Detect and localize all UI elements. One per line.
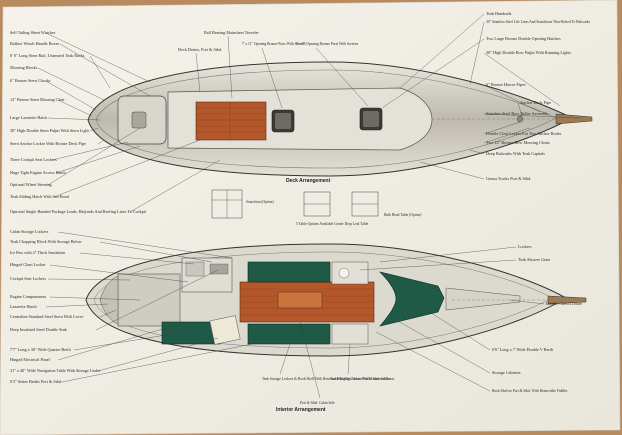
hanging-lockers (331, 323, 369, 345)
deck-left-label: 30" High Double Stern Pulpit With Stern … (10, 128, 90, 133)
interior-title: Interior Arrangement (276, 407, 326, 413)
deck-right-label: Two Large Bronze Double Opening Hatches (486, 36, 561, 41)
deck-left-label: Self Tailing Sheet Winches (10, 30, 56, 35)
head-compartment (331, 261, 369, 285)
deck-left-label: Stern Anchor Locker With Bronze Deck Pip… (10, 141, 86, 146)
interior-left-label: Lazarette Hatch (10, 304, 38, 309)
deck-left-label: Mooring Blocks (10, 65, 38, 70)
deck-left-label: Optional Wheel Steering (10, 182, 52, 187)
cockpit-wheel (131, 111, 147, 129)
deck-title: Deck Arrangement (286, 178, 331, 184)
double-sink (209, 263, 229, 275)
deck-insets: Stanchion (Option) 5 Table Options Avail… (211, 189, 422, 226)
deck-right-label: Teak Handrails (486, 11, 512, 16)
interior-plan (85, 243, 587, 357)
interior-right-labels: Lockers Teak Shower Grate Double Chest L… (492, 244, 582, 393)
interior-bottom-leaders (279, 321, 351, 399)
deck-left-label: Optional Single Handed Package Leads, Ha… (10, 209, 147, 215)
interior-bottom-label: Teak Storage Lockers & Book Shelf With R… (262, 377, 392, 381)
deck-left-label: Three Cockpit Seat Lockers (10, 157, 57, 162)
settee-stbd (247, 323, 331, 345)
deck-top-label: 8' x 7" Opening Bronze Ports With Screen… (296, 42, 359, 46)
deck-left-labels: Self Tailing Sheet Winches Bulkier Winch… (10, 30, 147, 215)
icebox (185, 261, 205, 277)
navigation-table (209, 315, 241, 345)
settee-port (247, 261, 331, 283)
engine-compartment (117, 273, 181, 327)
interior-right-label: 6'6" Long x 7' Wide Double V Berth (492, 347, 554, 352)
interior-bowsprit (547, 295, 587, 305)
interior-left-label: 6'3" Settee Berths Port & Stbd. (10, 379, 62, 384)
deck-top-label: Deck Drains, Port & Stbd. (178, 47, 222, 53)
interior-left-labels: Cabin Storage Lockers Teak Chopping Bloc… (10, 229, 101, 384)
interior-right-leaders (359, 246, 545, 392)
chain-locker (445, 287, 521, 311)
head-toilet-icon (338, 267, 350, 279)
deck-right-leaders (381, 13, 581, 180)
deck-left-label: Bulkier Winch Handle Boxes (10, 41, 60, 46)
interior-right-label: Teak Shower Grate (518, 257, 550, 262)
deck-left-label: 6' 0" Long Stern Rail, Untreated Teak Ba… (10, 53, 85, 59)
teak-sliding-hatch (195, 101, 267, 141)
deck-top-label: 7' x 11" Opening Bronze Ports With Scree… (242, 42, 306, 46)
inset-label: Bulk Head Table (Option) (384, 213, 422, 217)
deck-left-label: Teak Sliding Hatch With Sea Hood (10, 194, 70, 199)
deck-right-label: Anchor Deck Pipe (520, 100, 551, 105)
deck-left-label: Large Lazarette Hatch (10, 115, 48, 120)
deck-top-label: Ball Bearing Mainsheet Traveler (204, 30, 259, 35)
interior-left-label: Centerline Standard Steel Stern With Cov… (10, 314, 84, 319)
interior-left-label: Hinged Chart Locker (10, 262, 46, 267)
deck-right-label: Genoa Tracks Port & Stbd. (486, 176, 531, 181)
deck-right-labels: Teak Handrails 30" Stainless Steel Life … (486, 11, 591, 181)
bowsprit (555, 113, 593, 125)
interior-left-label: 7'7" Long x 30" Wide Quarter Berth (10, 347, 72, 352)
deck-top-labels: Deck Drains, Port & Stbd. Ball Bearing M… (178, 30, 359, 53)
bronze-hatch-fwd-glass (363, 111, 379, 127)
bronze-hatch-aft-glass (275, 113, 291, 129)
deck-plan (87, 61, 593, 177)
interior-left-leaders (45, 231, 253, 383)
interior-left-label: Deep Insulated Steel Double Sink (10, 327, 68, 332)
interior-bottom-label: Port & Stbd. Cabin Sole (300, 401, 335, 405)
deck-right-label: 30" Stainless Steel Life Lines And Stanc… (486, 20, 591, 24)
inset-label: 5 Table Options Available Center Drop Le… (296, 222, 369, 226)
deck-right-label: Stainless Steel Bow Roller Assembly (486, 111, 549, 116)
drop-leaf-table (277, 291, 323, 309)
deck-right-label: Two 12" Bronze Bow Mooring Cleats (486, 140, 550, 145)
teak-planking-lines (196, 102, 266, 140)
interior-bottom-label: Two Hanging Lockers With Louvered Doors (330, 377, 395, 381)
deck-right-label: 6" Bronze Hawse Pipes (486, 82, 526, 87)
interior-right-label: Storage Cabinets (492, 370, 521, 375)
deck-top-leaders (195, 35, 369, 109)
interior-bottom-labels: Teak Storage Lockers & Book Shelf With R… (262, 377, 395, 405)
deck-right-label: Deep Bulwarks With Teak Capitals (486, 151, 545, 156)
deck-left-leaders (37, 32, 221, 213)
interior-left-label: Engine Compartment (10, 294, 47, 299)
v-berth (379, 271, 445, 327)
deck-right-label: 30" High Double Bow Pulpit With Running … (486, 50, 571, 55)
interior-left-label: Ice Box with 4" Thick Insulation (10, 250, 66, 255)
deck-left-label: 6" Bronze Stern Chocks (10, 78, 51, 83)
deck-right-label: Double Cleat Locker For Two Anchor Rodes (486, 131, 562, 136)
interior-right-label: Book Shelves Port & Stbd. With Removable… (492, 389, 568, 393)
interior-left-label: Cabin Storage Lockers (10, 229, 49, 234)
interior-left-label: Hinged Electrical Panel (10, 357, 51, 362)
interior-right-label: Double Chest Locker (546, 301, 582, 306)
interior-left-label: Teak Chopping Block With Storage Below (10, 239, 82, 244)
lazarette (99, 275, 119, 325)
interior-right-label: Lockers (518, 244, 532, 249)
deck-left-label: Huge Tight Engine Access Hatch (10, 170, 67, 175)
inset-label: Stanchion (Option) (246, 200, 274, 204)
interior-left-label: 31" x 40" Wide Navigation Table With Sto… (10, 368, 101, 373)
interior-left-label: Cockpit Seat Lockers (10, 276, 46, 281)
deck-left-label: 12" Bronze Stern Mooring Cleat (10, 97, 65, 102)
